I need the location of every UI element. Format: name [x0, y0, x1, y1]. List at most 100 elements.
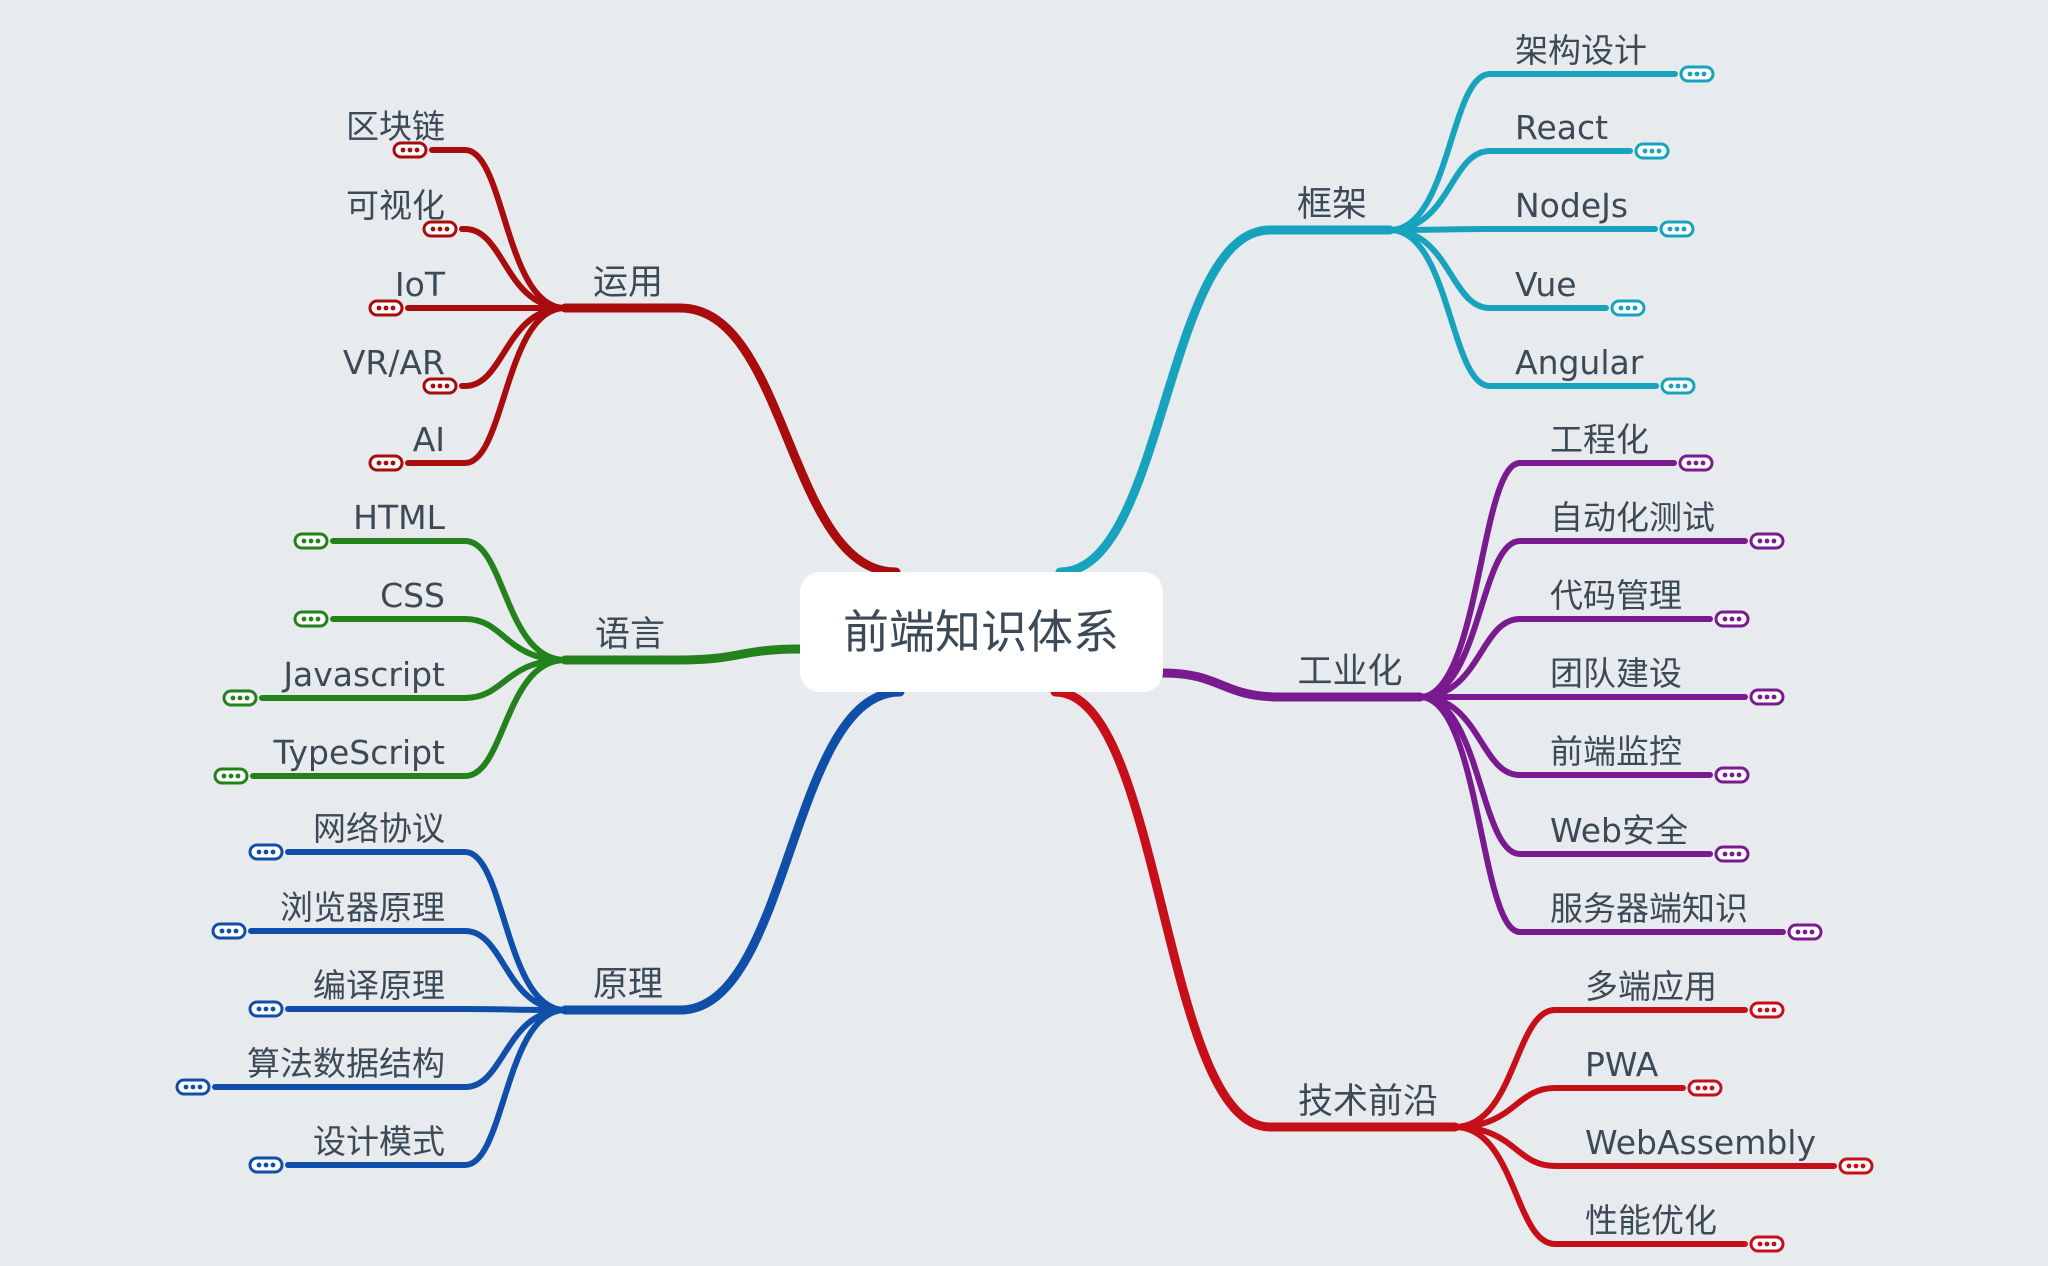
- kuangjia-subtopic-4[interactable]: Angular: [1515, 343, 1696, 395]
- kuangjia-subtopic-expand-icon-4[interactable]: [1660, 377, 1696, 395]
- yuanli-subtopic-line-1: [248, 928, 568, 1013]
- yuyan-subtopic-3[interactable]: TypeScript: [213, 733, 445, 785]
- yuanli-subtopic-line-4: [285, 1007, 568, 1168]
- yuyan-subtopic-line-1: [330, 616, 568, 663]
- gongyehua-subtopic-expand-icon-0[interactable]: [1678, 454, 1714, 472]
- jishuqianyan-subtopic-expand-icon-0[interactable]: [1749, 1001, 1785, 1019]
- yuyan-subtopic-expand-icon-0[interactable]: [293, 532, 329, 550]
- yuanli-trunk-line: [560, 687, 905, 1015]
- gongyehua-subtopic-line-2: [1417, 616, 1713, 700]
- yunyong-subtopic-label-2: IoT: [395, 265, 446, 304]
- jishuqianyan-subtopic-expand-icon-3[interactable]: [1749, 1235, 1785, 1253]
- yunyong-subtopic-expand-icon-3[interactable]: [422, 377, 458, 395]
- yuyan-topic-label[interactable]: 语言: [595, 615, 665, 655]
- yunyong-subtopic-2[interactable]: IoT: [368, 265, 446, 317]
- kuangjia-subtopic-0[interactable]: 架构设计: [1515, 31, 1715, 83]
- gongyehua-subtopic-4[interactable]: 前端监控: [1550, 732, 1750, 784]
- gongyehua-subtopic-label-1: 自动化测试: [1550, 498, 1715, 537]
- gongyehua-subtopic-label-6: 服务器端知识: [1550, 889, 1748, 928]
- root-label: 前端知识体系: [843, 605, 1119, 659]
- jishuqianyan-subtopic-label-2: WebAssembly: [1585, 1123, 1816, 1162]
- yunyong-subtopic-line-1: [459, 226, 568, 311]
- gongyehua-subtopic-0[interactable]: 工程化: [1550, 420, 1714, 472]
- kuangjia-topic-label[interactable]: 框架: [1297, 185, 1367, 225]
- yuyan-subtopic-label-2: Javascript: [281, 655, 445, 694]
- gongyehua-subtopic-expand-icon-2[interactable]: [1714, 610, 1750, 628]
- gongyehua-subtopic-label-3: 团队建设: [1550, 654, 1682, 693]
- kuangjia-subtopic-label-3: Vue: [1515, 265, 1577, 304]
- gongyehua-subtopic-2[interactable]: 代码管理: [1550, 576, 1750, 628]
- jishuqianyan-subtopic-label-1: PWA: [1585, 1045, 1659, 1084]
- yunyong-subtopic-expand-icon-4[interactable]: [368, 454, 404, 472]
- yuanli-subtopic-2[interactable]: 编译原理: [248, 966, 445, 1018]
- gongyehua-subtopic-3[interactable]: 团队建设: [1550, 654, 1785, 706]
- yuanli-topic-label[interactable]: 原理: [593, 965, 663, 1005]
- yuanli-subtopic-1[interactable]: 浏览器原理: [211, 888, 445, 940]
- gongyehua-subtopic-expand-icon-6[interactable]: [1787, 923, 1823, 941]
- kuangjia-subtopic-line-1: [1387, 148, 1633, 233]
- kuangjia-subtopic-1[interactable]: React: [1515, 108, 1670, 160]
- gongyehua-subtopic-5[interactable]: Web安全: [1550, 811, 1750, 863]
- yunyong-subtopic-expand-icon-2[interactable]: [368, 299, 404, 317]
- kuangjia-subtopic-label-1: React: [1515, 108, 1608, 147]
- yuyan-subtopic-expand-icon-1[interactable]: [293, 610, 329, 628]
- yunyong-subtopic-label-3: VR/AR: [343, 343, 445, 382]
- kuangjia-subtopic-expand-icon-2[interactable]: [1659, 220, 1695, 238]
- yunyong-subtopic-4[interactable]: AI: [368, 420, 445, 472]
- gongyehua-subtopic-1[interactable]: 自动化测试: [1550, 498, 1785, 550]
- jishuqianyan-subtopic-line-1: [1452, 1085, 1686, 1130]
- kuangjia-subtopic-expand-icon-1[interactable]: [1634, 142, 1670, 160]
- jishuqianyan-subtopic-label-0: 多端应用: [1585, 967, 1717, 1006]
- yuyan-subtopic-0[interactable]: HTML: [293, 498, 446, 550]
- yunyong-topic-label[interactable]: 运用: [593, 263, 663, 303]
- yunyong-subtopic-label-0: 区块链: [346, 107, 445, 146]
- kuangjia-subtopic-label-2: NodeJs: [1515, 186, 1628, 225]
- jishuqianyan-subtopic-expand-icon-2[interactable]: [1838, 1157, 1874, 1175]
- gongyehua-subtopic-6[interactable]: 服务器端知识: [1550, 889, 1823, 941]
- kuangjia-trunk-line: [1055, 225, 1395, 577]
- gongyehua-subtopic-expand-icon-1[interactable]: [1749, 532, 1785, 550]
- yuyan-subtopic-label-0: HTML: [353, 498, 445, 537]
- jishuqianyan-subtopic-3[interactable]: 性能优化: [1585, 1201, 1785, 1253]
- yuanli-subtopic-expand-icon-2[interactable]: [248, 1000, 284, 1018]
- yuanli-subtopic-label-4: 设计模式: [313, 1122, 445, 1161]
- jishuqianyan-trunk-line: [1050, 687, 1460, 1132]
- yuanli-subtopic-expand-icon-1[interactable]: [211, 922, 247, 940]
- jishuqianyan-topic-label[interactable]: 技术前沿: [1298, 1082, 1438, 1122]
- yunyong-subtopic-1[interactable]: 可视化: [346, 186, 458, 238]
- yuyan-subtopic-expand-icon-3[interactable]: [213, 767, 249, 785]
- yuyan-subtopic-label-1: CSS: [380, 576, 445, 615]
- yuanli-subtopic-expand-icon-0[interactable]: [248, 843, 284, 861]
- yuyan-subtopic-expand-icon-2[interactable]: [222, 689, 258, 707]
- kuangjia-subtopic-expand-icon-0[interactable]: [1679, 65, 1715, 83]
- gongyehua-subtopic-expand-icon-3[interactable]: [1749, 688, 1785, 706]
- yuanli-subtopic-0[interactable]: 网络协议: [248, 809, 445, 861]
- yunyong-subtopic-label-1: 可视化: [346, 186, 445, 225]
- jishuqianyan-subtopic-expand-icon-1[interactable]: [1687, 1079, 1723, 1097]
- yuanli-subtopic-3[interactable]: 算法数据结构: [175, 1044, 445, 1096]
- kuangjia-subtopic-expand-icon-3[interactable]: [1610, 299, 1646, 317]
- yuanli-subtopic-expand-icon-3[interactable]: [175, 1078, 211, 1096]
- jishuqianyan-subtopic-2[interactable]: WebAssembly: [1585, 1123, 1874, 1175]
- jishuqianyan-subtopic-1[interactable]: PWA: [1585, 1045, 1723, 1097]
- yuanli-subtopic-expand-icon-4[interactable]: [248, 1156, 284, 1174]
- jishuqianyan-subtopic-0[interactable]: 多端应用: [1585, 967, 1785, 1019]
- yuyan-subtopic-line-0: [330, 538, 568, 663]
- gongyehua-subtopic-line-0: [1417, 460, 1677, 700]
- gongyehua-subtopic-line-6: [1417, 694, 1786, 935]
- yuyan-subtopic-1[interactable]: CSS: [293, 576, 445, 628]
- gongyehua-subtopic-expand-icon-5[interactable]: [1714, 845, 1750, 863]
- yunyong-subtopic-line-0: [429, 147, 568, 311]
- yunyong-subtopic-3[interactable]: VR/AR: [343, 343, 458, 395]
- yuanli-subtopic-4[interactable]: 设计模式: [248, 1122, 445, 1174]
- yunyong-subtopic-0[interactable]: 区块链: [346, 107, 445, 159]
- yunyong-subtopic-expand-icon-0[interactable]: [392, 141, 428, 159]
- gongyehua-topic-label[interactable]: 工业化: [1297, 652, 1402, 692]
- kuangjia-subtopic-3[interactable]: Vue: [1515, 265, 1646, 317]
- root-node[interactable]: 前端知识体系: [800, 572, 1163, 692]
- yunyong-subtopic-expand-icon-1[interactable]: [422, 220, 458, 238]
- kuangjia-subtopic-label-4: Angular: [1515, 343, 1644, 382]
- gongyehua-subtopic-expand-icon-4[interactable]: [1714, 766, 1750, 784]
- yuyan-subtopic-2[interactable]: Javascript: [222, 655, 445, 707]
- kuangjia-subtopic-2[interactable]: NodeJs: [1515, 186, 1695, 238]
